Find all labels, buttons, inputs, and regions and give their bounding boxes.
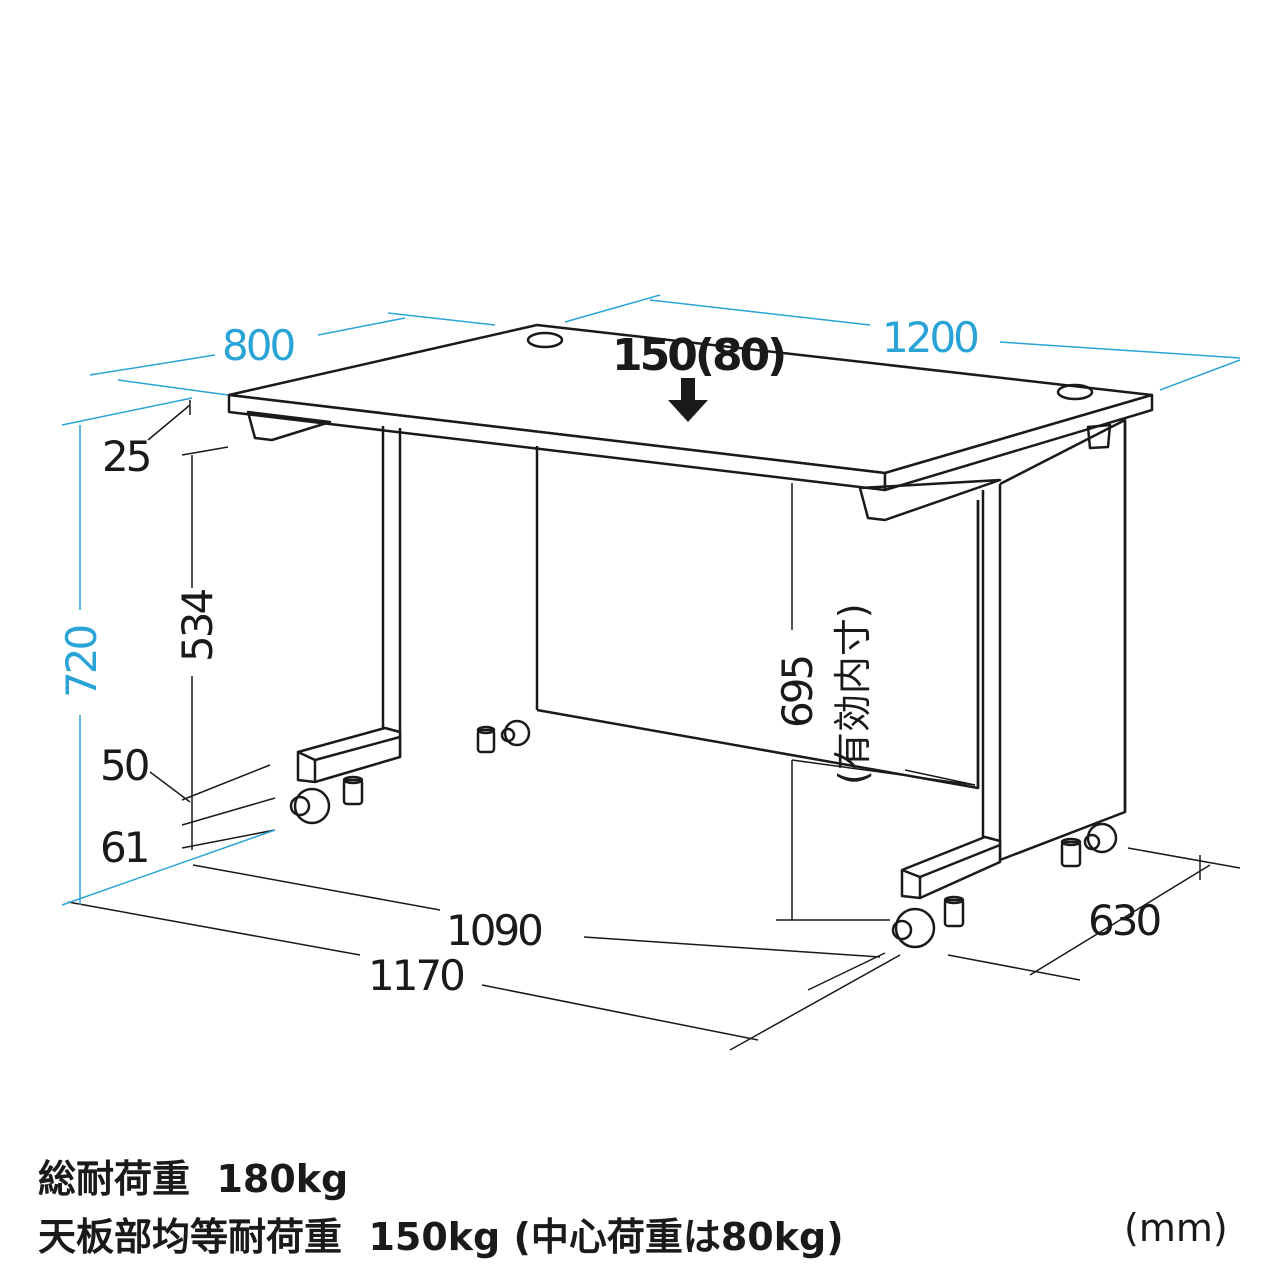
dim-caster-height: 61 <box>100 823 147 872</box>
dim-height-total: 720 <box>57 627 106 698</box>
dim-width-top: 1200 <box>882 313 977 362</box>
dim-inner-height: 695 <box>773 657 822 728</box>
caption-total-load: 総耐荷重 180kg <box>38 1157 349 1201</box>
dim-inner-height-note: (有効内寸) <box>831 603 875 785</box>
dim-base-width-outer: 1170 <box>368 951 463 1000</box>
unit-label: (mm) <box>1124 1206 1228 1250</box>
dim-depth-top: 800 <box>222 321 293 370</box>
black-dimension-lines <box>67 400 1241 1051</box>
dim-base-width-inner: 1090 <box>446 906 541 955</box>
load-arrow-icon <box>668 378 708 422</box>
dim-foot-height: 50 <box>100 741 148 790</box>
load-label: 150(80) <box>612 330 784 381</box>
dim-base-depth: 630 <box>1088 896 1159 945</box>
blue-dimension-lines <box>61 294 1241 906</box>
caption-top-load: 天板部均等耐荷重 150kg (中心荷重は80kg) <box>38 1215 844 1259</box>
dim-top-thickness: 25 <box>102 432 150 481</box>
dim-panel-height: 534 <box>173 590 222 662</box>
